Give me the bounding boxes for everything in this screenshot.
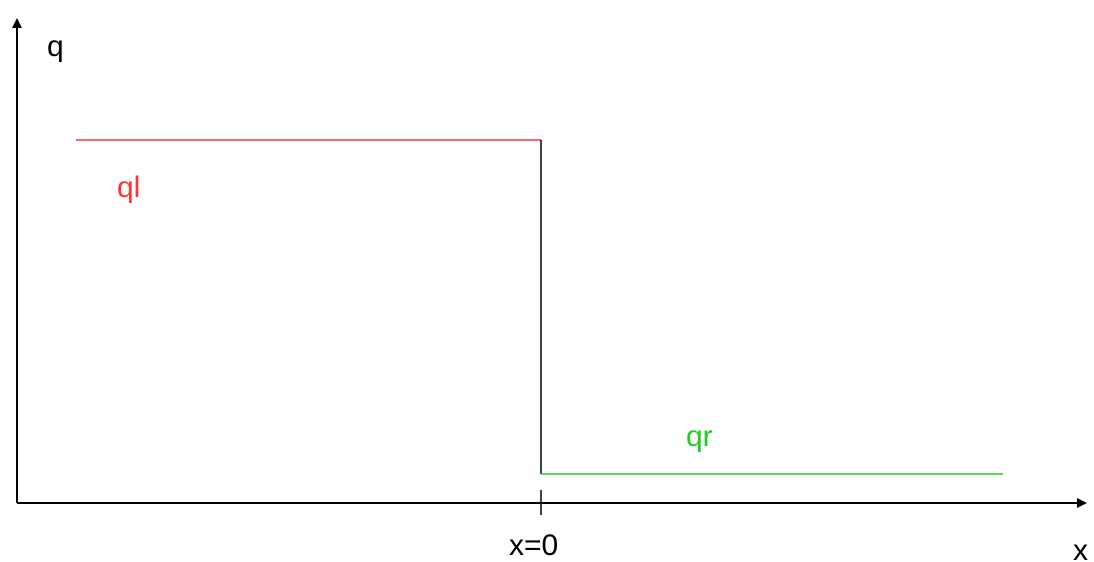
origin-tick-label: x=0	[509, 529, 558, 562]
y-axis-label: q	[47, 30, 64, 63]
right-state-label: qr	[686, 420, 713, 453]
x-axis-label: x	[1073, 534, 1088, 562]
left-state-label: ql	[117, 171, 140, 204]
